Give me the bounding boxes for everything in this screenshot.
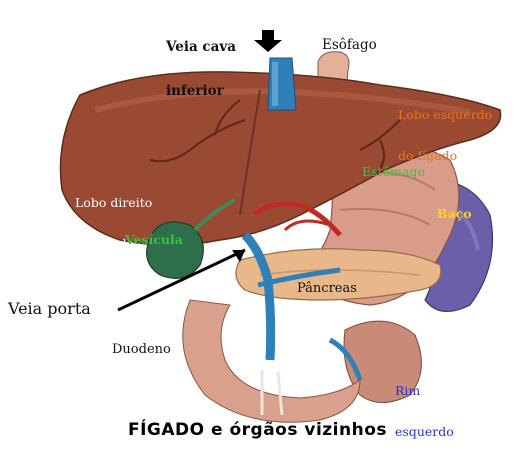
label-estomago: Estômago (362, 165, 425, 179)
figure-caption: FÍGADO e órgãos vizinhos (0, 420, 515, 440)
label-veia-porta: Veia porta (8, 300, 91, 318)
label-lobo-esquerdo: Lobo esquerdo do fígado (398, 80, 492, 176)
label-duodeno: Duodeno (112, 343, 171, 357)
label-vesicula: Vesícula (125, 233, 183, 247)
label-pancreas: Pâncreas (297, 282, 357, 296)
label-veia-cava: Veia cava inferior (166, 10, 236, 114)
label-lobo-direito: Lobo direito do fígado (75, 168, 152, 264)
label-esofago: Esôfago (322, 38, 377, 53)
gallbladder (147, 222, 204, 278)
label-baco: Baço (437, 207, 472, 221)
down-arrow-icon (254, 30, 282, 52)
